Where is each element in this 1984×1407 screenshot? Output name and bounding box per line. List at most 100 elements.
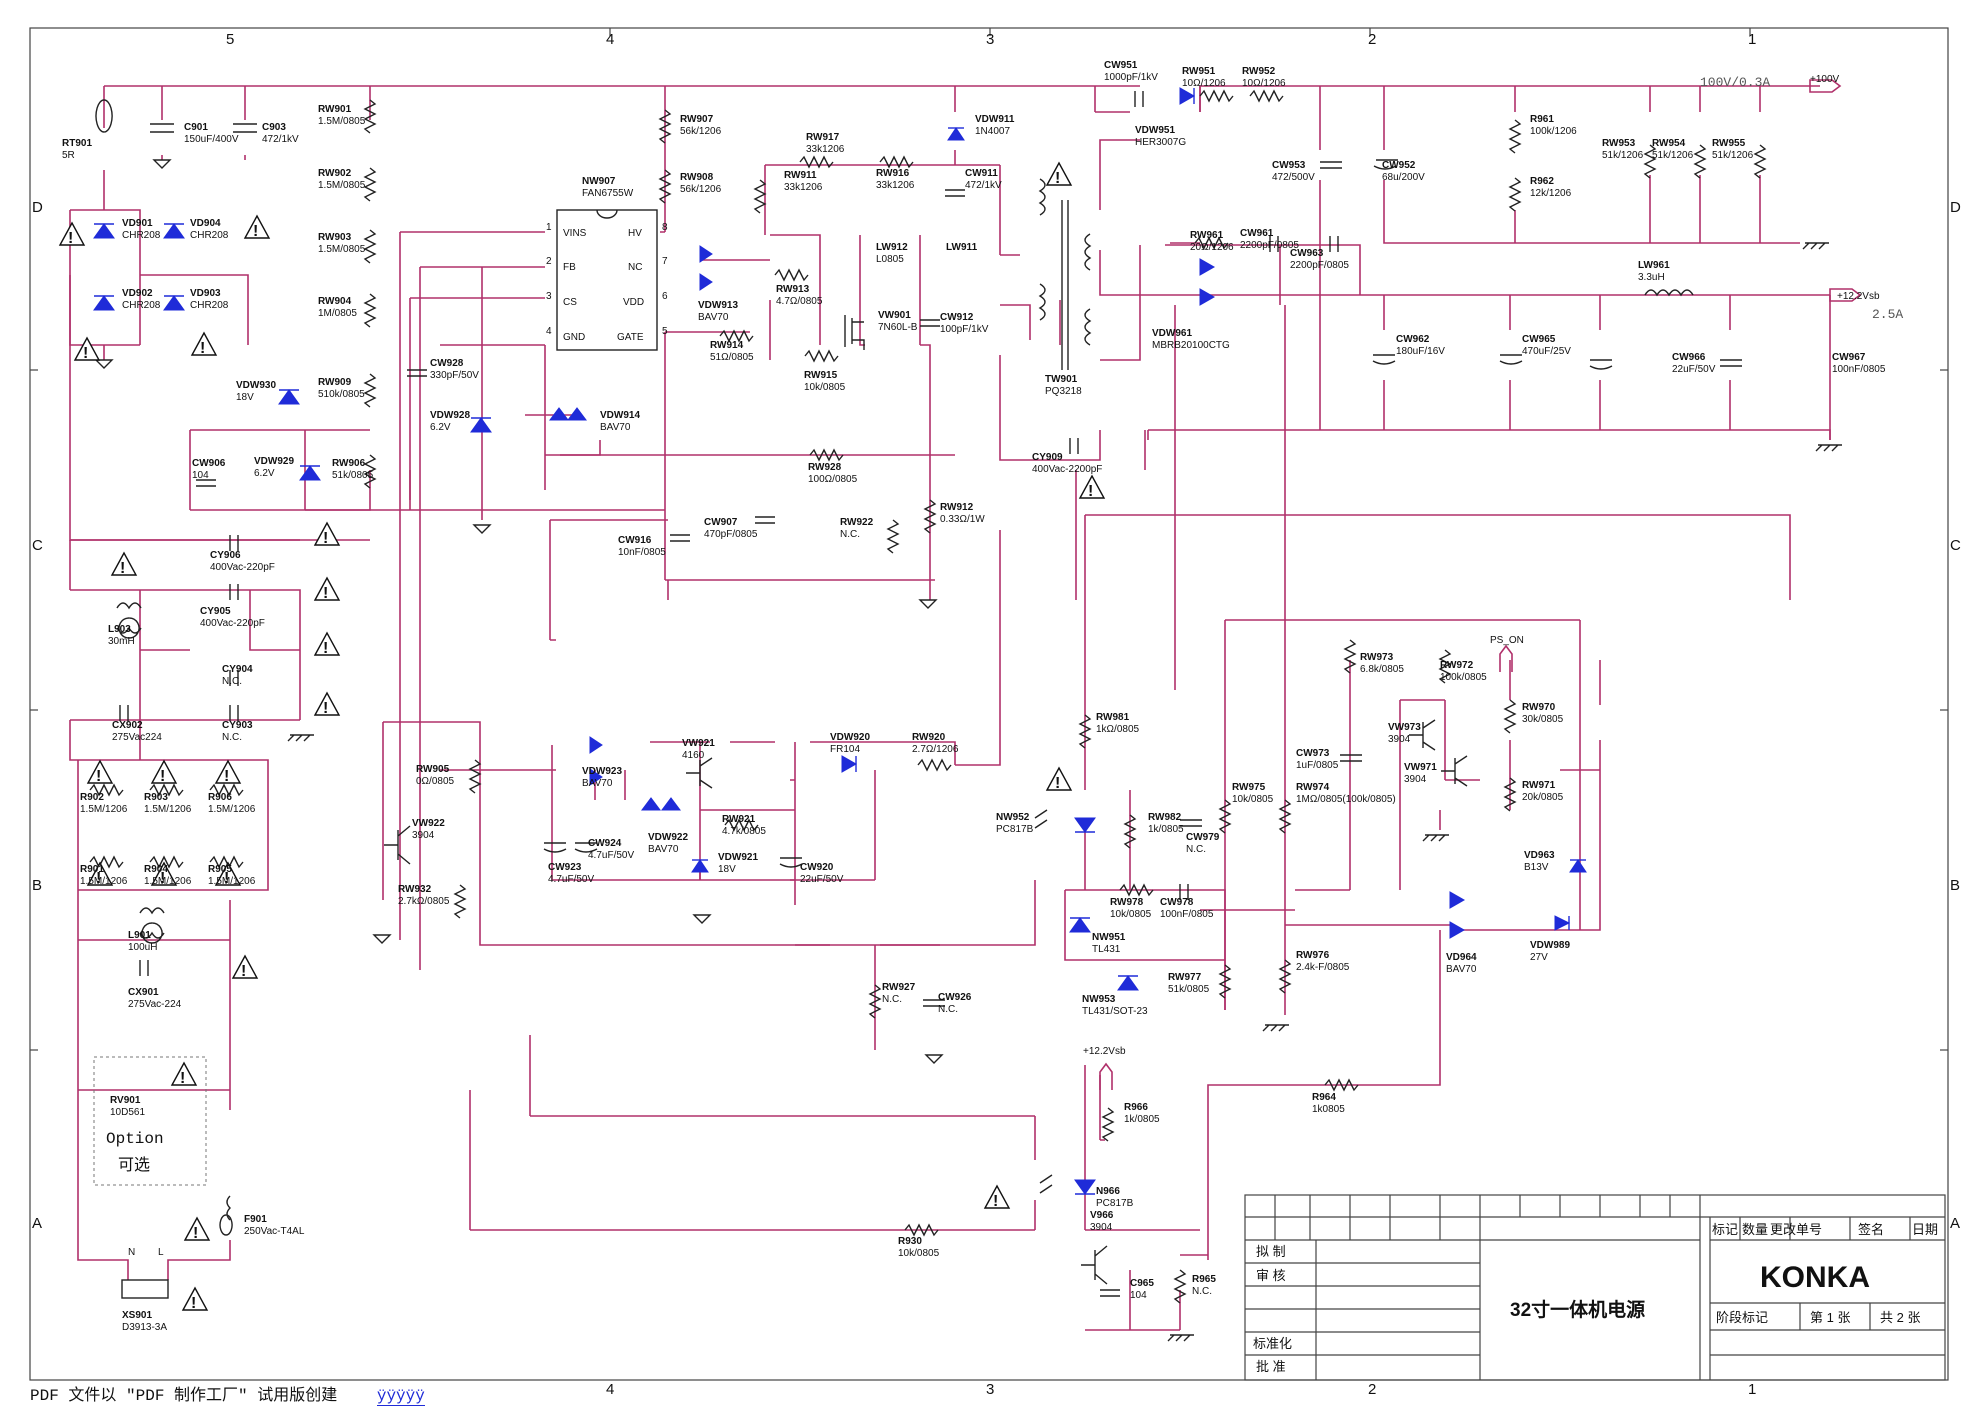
ic-pin-number: 6 [662,291,668,302]
component-ref: VW901 [878,310,911,321]
component-value: 0.33Ω/1W [940,514,985,525]
component-value: 180uF/16V [1396,346,1445,357]
zone-label-side: C [32,537,43,554]
component-ref: RT901 [62,138,92,149]
component-ref: RW921 [722,814,756,825]
component-ref: VDW922 [648,832,688,843]
ic-pin-number: 1 [546,222,552,233]
svg-text:!: ! [160,768,165,785]
zone-label-side: A [32,1215,42,1232]
component-value: CHR208 [122,230,161,241]
svg-text:!: ! [224,870,229,887]
ic-pin-label: GATE [617,332,644,343]
component-ref: CW924 [588,838,622,849]
zone-label-side: D [1950,199,1961,216]
component-value: 400Vac-220pF [200,618,265,629]
component-value: 1.5M/0805 [318,244,366,255]
component-value: N.C. [938,1004,958,1015]
component-value: 1.5M/0805 [318,116,366,127]
component-value: 51Ω/0805 [710,352,754,363]
component-ref: RW953 [1602,138,1636,149]
component-ref: VDW914 [600,410,640,421]
ic-pin-label: FB [563,262,576,273]
component-ref: RW903 [318,232,352,243]
warning-icon: ! [190,331,218,357]
sheet-number: 第 1 张 [1810,1310,1850,1325]
component-ref: L901 [128,930,151,941]
pdf-footer-link[interactable]: ÿÿÿÿÿ [376,1387,425,1406]
sheet-total: 共 2 张 [1880,1310,1920,1325]
pdf-footer-text: PDF 文件以 "PDF 制作工厂" 试用版创建 [30,1387,338,1405]
component-value: 510k/0805 [318,389,365,400]
component-ref: CY905 [200,606,231,617]
component-value: 68u/200V [1382,172,1425,183]
component-value: 6.8k/0805 [1360,664,1404,675]
warning-icon: ! [150,861,178,887]
component-value: 3904 [412,830,435,841]
component-ref: V966 [1090,1210,1114,1221]
component-ref: CY909 [1032,452,1063,463]
component-ref: CW920 [800,862,834,873]
component-ref: CW906 [192,458,226,469]
component-ref: R902 [80,792,104,803]
rail-100v-label: 100V/0.3A [1700,75,1770,90]
component-value: 1N4007 [975,126,1010,137]
component-value: N.C. [882,994,902,1005]
component-ref: VD902 [122,288,153,299]
component-value: 51k/0805 [1168,984,1210,995]
component-value: 22uF/50V [800,874,844,885]
component-ref: VDW928 [430,410,470,421]
component-ref: RW932 [398,884,432,895]
component-value: 104 [1130,1290,1147,1301]
component-ref: C901 [184,122,208,133]
rail-12v-current: 2.5A [1872,307,1903,322]
component-value: 2.7Ω/1206 [912,744,959,755]
component-value: 3904 [1090,1222,1113,1233]
component-value: BAV70 [648,844,679,855]
warning-icon: ! [983,1184,1011,1210]
component-ref: RW911 [784,170,817,181]
component-ref: CW978 [1160,897,1194,908]
connector-xs901: N L [121,1247,169,1299]
title-header: 更改单号 [1770,1222,1822,1237]
component-ref: VD964 [1446,952,1477,963]
component-value: 5R [62,150,75,161]
component-value: N.C. [222,676,242,687]
component-value: 27V [1530,952,1548,963]
component-labels: RT9015RC901150uF/400VC903472/1kVRW9011.5… [62,60,1886,1333]
component-ref: C965 [1130,1278,1154,1289]
ic-pin-label: NC [628,262,642,273]
svg-text:!: ! [191,1295,196,1312]
warning-icon: ! [1045,766,1073,792]
svg-text:!: ! [96,768,101,785]
component-value: BAV70 [698,312,729,323]
ic-nw907: VINS FB CS GND HV NC VDD GATE 1 2 3 4 8 … [546,209,668,351]
component-value: 150uF/400V [184,134,239,145]
warning-icon: ! [313,691,341,717]
